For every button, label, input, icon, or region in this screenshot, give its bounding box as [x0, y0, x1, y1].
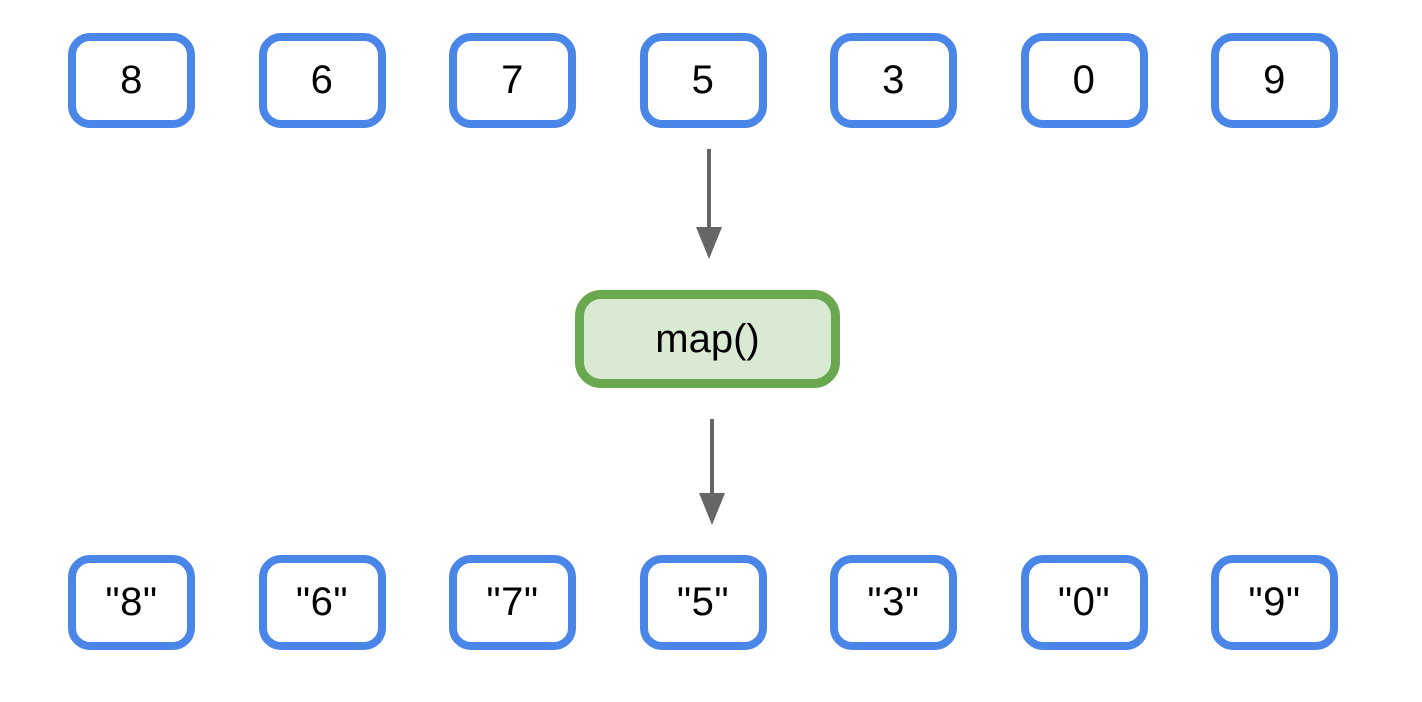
input-node: 3	[830, 33, 957, 128]
input-node: 0	[1020, 33, 1148, 128]
input-node: 5	[639, 33, 767, 128]
output-row: "8" "6" "7" "5" "3" "0" "9"	[68, 555, 1338, 650]
map-function-box: map()	[575, 290, 840, 388]
output-node: "6"	[258, 555, 386, 650]
arrow-down-icon	[696, 149, 722, 259]
map-function-label: map()	[655, 316, 760, 361]
output-node: "0"	[1020, 555, 1148, 650]
output-node: "7"	[449, 555, 576, 650]
output-node: "3"	[830, 555, 957, 650]
arrow-down-icon	[699, 419, 725, 525]
input-node: 6	[258, 33, 386, 128]
output-node: "9"	[1211, 555, 1338, 650]
output-node: "8"	[68, 555, 195, 650]
input-row: 8 6 7 5 3 0 9	[68, 33, 1338, 128]
input-node: 8	[68, 33, 195, 128]
input-node: 9	[1211, 33, 1338, 128]
output-node: "5"	[639, 555, 767, 650]
input-node: 7	[449, 33, 576, 128]
